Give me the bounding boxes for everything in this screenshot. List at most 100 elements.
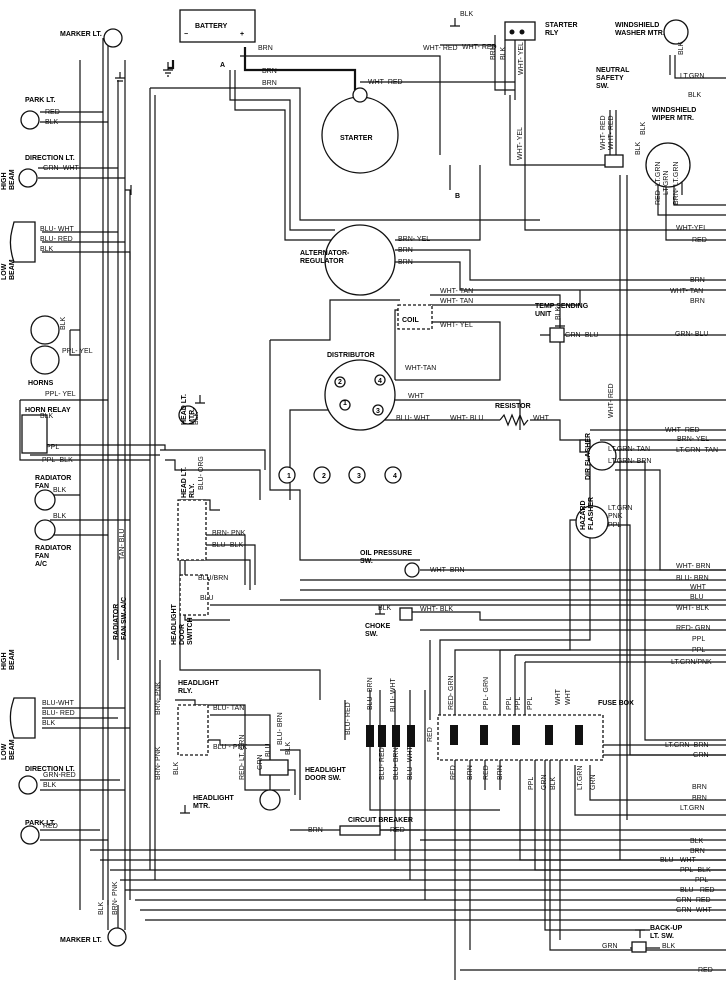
head-lt-rly-symbol (177, 499, 207, 561)
wire-label: GRN- RED (676, 897, 711, 904)
label-marker-lt-bottom: MARKER LT. (60, 937, 102, 944)
wire-label: BLK (40, 246, 54, 253)
wire-label: PPL- BLK (42, 457, 73, 464)
wire-label: BLU- TAN (213, 705, 244, 712)
wire-label: WHT- RED (423, 45, 458, 52)
label-distributor: DISTRIBUTOR (327, 352, 375, 359)
marker-legend-2: 2 (322, 473, 326, 480)
wire-label: PPL (695, 877, 708, 884)
wire-label: BRN (690, 848, 705, 855)
head-lt-mtr-symbol (178, 405, 198, 425)
wire-label: GRN- WHT (43, 165, 79, 172)
horn-2-symbol (30, 345, 60, 375)
wire-label: WHT (690, 584, 707, 591)
connector-3 (392, 725, 400, 747)
label-hazard-flasher: HAZARDFLASHER (580, 497, 595, 530)
wire-label: BLU- BRN (676, 575, 709, 582)
label-head-lt-mtr: HEAD LT.MTR. (181, 394, 196, 425)
wire-label: BLK (690, 838, 704, 845)
wire-label: BLK (45, 119, 59, 126)
label-headlight-door-switch: HEADLIGHTDOORSWITCH (171, 603, 194, 645)
wire-label: PPL (506, 697, 513, 710)
neutral-safety-sw-symbol (604, 154, 624, 168)
wire-label: WHT- YEL (517, 127, 524, 160)
wire-label: PPL (515, 697, 522, 710)
wire-label: BLK (500, 46, 507, 60)
marker-legend-4: 4 (393, 473, 397, 480)
wire-label: BLU (265, 743, 272, 757)
wire-label: RED (698, 967, 713, 974)
coil-symbol (397, 304, 433, 330)
wire-label: BRN- PNK (112, 881, 119, 915)
wire-label: BLU - PNK (213, 744, 248, 751)
wire-label: BLU/BRN (198, 575, 228, 582)
wire-label: WHT- RED (608, 383, 615, 418)
park-lamp-top-symbol (20, 110, 40, 130)
wire-label: BLK (460, 11, 474, 18)
wire-label: RED- GRN (676, 625, 711, 632)
wire-label: RED (692, 237, 707, 244)
wire-label: BLU- RED (345, 702, 352, 735)
label-coil: COIL (402, 317, 419, 324)
wire-label: BRN (692, 784, 707, 791)
wire-label: LT.GRN- BRN (665, 742, 708, 749)
wire-label: BLK (43, 782, 57, 789)
headlight-door-sw-symbol (259, 759, 289, 776)
wire-label: BRN (308, 827, 323, 834)
wire-label: BLU (690, 594, 704, 601)
wire-label: LT.GRN (577, 766, 584, 790)
wire-label: WHT- TAN (440, 288, 473, 295)
label-park-lt-top: PARK LT. (25, 97, 56, 104)
wire-label: BLU (200, 595, 214, 602)
headlight-rly-symbol (177, 704, 209, 756)
label-dir-flasher: DIR FLASHER (585, 433, 592, 480)
wire-label: PPL (46, 444, 59, 451)
wiper-motor-symbol (645, 142, 691, 188)
oil-pressure-sw-symbol (404, 562, 420, 578)
label-fuse-box: FUSE BOX (598, 700, 634, 707)
wire-label: PPL- BLK (680, 867, 711, 874)
wire-label: LT.GRN- TAN (608, 446, 650, 453)
wire-label: GRN (590, 774, 597, 790)
marker-lamp-top-symbol (103, 28, 123, 48)
wire-label: LT.GRN/PNK (671, 659, 712, 666)
wire-label: WHT- BRN (430, 567, 465, 574)
wire-label: BRN- PNK (155, 746, 162, 780)
wire-label: LT.GRN (680, 73, 704, 80)
wire-label: BLU- ORG (198, 456, 205, 490)
radiator-fan-ac-symbol (34, 519, 56, 541)
wire-label: BRN- PNK (212, 530, 246, 537)
label-low-beam-top: LOWBEAM (1, 259, 16, 280)
wire-label: RED (450, 765, 457, 780)
wire-label: LT.GRN- TAN (676, 447, 718, 454)
wire-label: BLU- WHT (40, 226, 75, 233)
marker-dist-3: 3 (376, 408, 380, 415)
wire-label: BRN (258, 45, 273, 52)
wire-label: BRN- YEL (398, 236, 430, 243)
horn-relay-symbol (21, 414, 48, 454)
wire-label: WHT- TAN (440, 298, 473, 305)
wire-label: BRN (690, 298, 705, 305)
marker-lamp-bottom-symbol (107, 927, 127, 947)
battery-symbol (179, 9, 256, 43)
wire-label: BLU- RED (379, 747, 386, 780)
wire-label: BLK (550, 776, 557, 790)
wire-label: BLU (0, 0, 14, 2)
wire-label: BLK (98, 901, 105, 915)
wire-label: WHT- BLU (450, 415, 483, 422)
label-direction-lt-top: DIRECTION LT. (25, 155, 75, 162)
label-direction-lt-bottom: DIRECTION LT. (25, 766, 75, 773)
wire-label: GRN (541, 774, 548, 790)
wire-label: PPL (692, 647, 705, 654)
wire-label: PPL (608, 522, 621, 529)
wire-label: RED (483, 765, 490, 780)
